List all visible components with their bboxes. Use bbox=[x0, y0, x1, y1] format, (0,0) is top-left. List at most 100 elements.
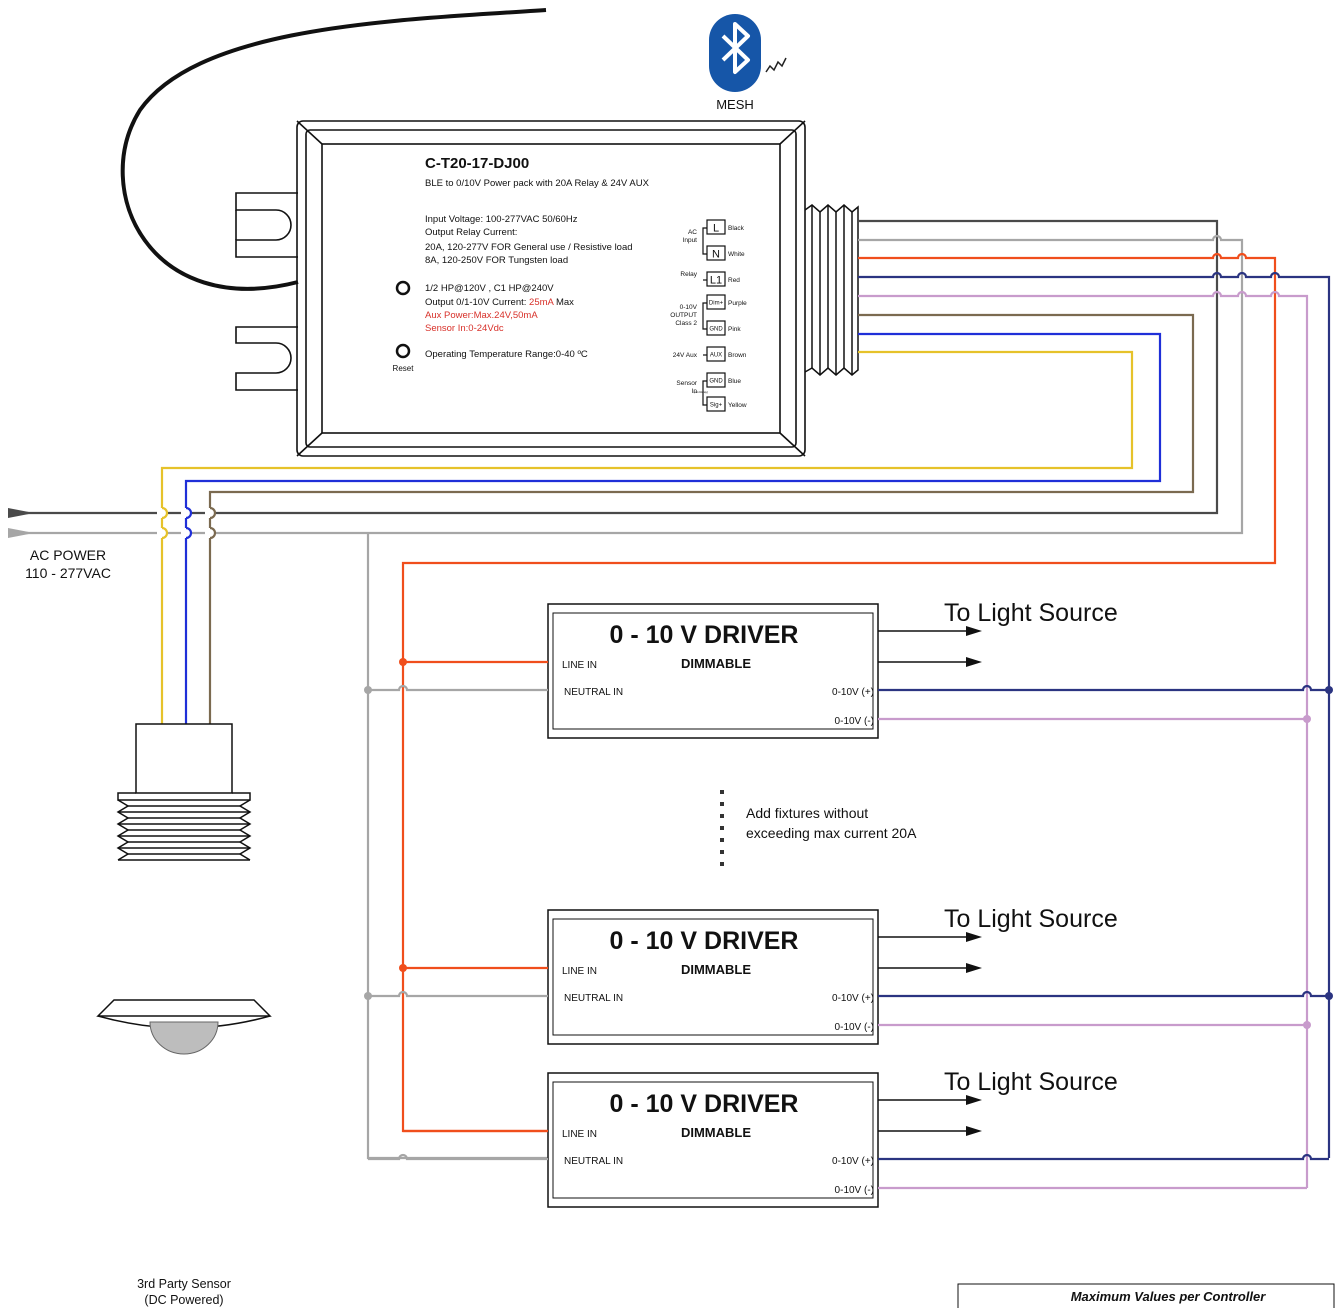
sensor-body bbox=[96, 723, 272, 1029]
max-values-box bbox=[957, 1283, 1335, 1308]
spec-general-use: 20A, 120-277V FOR General use / Resistiv… bbox=[425, 242, 633, 253]
driver-minus: 0-10V (-) bbox=[835, 1022, 874, 1033]
terminal-color: Blue bbox=[728, 378, 741, 385]
bluetooth-icon bbox=[709, 14, 787, 92]
mounting-tab-top bbox=[235, 192, 298, 258]
spec-hp: 1/2 HP@120V , C1 HP@240V bbox=[425, 283, 554, 294]
terminal-id: N bbox=[712, 249, 720, 261]
wire-brown bbox=[208, 313, 1195, 724]
wire-white bbox=[8, 234, 1244, 535]
driver-minus: 0-10V (-) bbox=[835, 716, 874, 727]
driver-line-in: LINE IN bbox=[562, 1129, 597, 1140]
sensor-dome bbox=[149, 1021, 219, 1055]
spec-sensor-in: Sensor In:0-24Vdc bbox=[425, 323, 504, 334]
terminal-1: L Black bbox=[706, 219, 745, 235]
terminal-group-output-2: OUTPUT bbox=[670, 312, 697, 319]
controller-subtitle: BLE to 0/10V Power pack with 20A Relay &… bbox=[425, 178, 650, 189]
driver-neutral-in: NEUTRAL IN bbox=[564, 1156, 623, 1167]
spec-output-current: Output 0/1-10V Current: 25mA Max bbox=[425, 297, 574, 308]
status-led bbox=[395, 280, 411, 296]
terminal-group-relay: Relay bbox=[680, 271, 697, 278]
wire-neutral-bus bbox=[366, 533, 548, 1160]
spec-input-voltage: Input Voltage: 100-277VAC 50/60Hz bbox=[425, 214, 578, 225]
sensor-label-line1: 3rd Party Sensor bbox=[137, 1277, 231, 1291]
terminal-id: Dim+ bbox=[709, 301, 724, 307]
ac-power-label: AC POWER bbox=[30, 547, 106, 563]
terminal-color: Black bbox=[728, 225, 745, 232]
terminal-id: GND bbox=[709, 379, 723, 385]
terminal-group-aux: 24V Aux bbox=[673, 352, 698, 359]
antenna-cable bbox=[120, 8, 547, 291]
terminal-6: AUX Brown bbox=[706, 346, 747, 362]
driver-line-in: LINE IN bbox=[562, 660, 597, 671]
terminal-group-sensor-3: (ext.Relay) bbox=[693, 390, 708, 394]
fixture-note-line1: Add fixtures without bbox=[746, 805, 868, 821]
driver-title: 0 - 10 V DRIVER bbox=[610, 927, 799, 955]
driver-subtitle: DIMMABLE bbox=[681, 1125, 751, 1140]
terminal-color: Yellow bbox=[728, 402, 747, 409]
wire-blue bbox=[184, 332, 1162, 724]
spec-operating-temp: Operating Temperature Range:0-40 ºC bbox=[425, 349, 588, 360]
wire-navy bbox=[858, 271, 1331, 1158]
wire-black bbox=[8, 219, 1219, 515]
spec-aux-power: Aux Power:Max.24V,50mA bbox=[425, 310, 538, 321]
terminal-id: L1 bbox=[710, 275, 722, 287]
driver-neutral-in: NEUTRAL IN bbox=[564, 687, 623, 698]
fixture-note-line2: exceeding max current 20A bbox=[746, 825, 917, 841]
driver-minus: 0-10V (-) bbox=[835, 1185, 874, 1196]
mesh-label: MESH bbox=[716, 97, 754, 112]
terminal-group-ac-1: AC bbox=[688, 229, 697, 236]
cable-gland bbox=[804, 204, 859, 376]
reset-button[interactable] bbox=[395, 343, 411, 359]
light-source-label: To Light Source bbox=[944, 599, 1118, 627]
drivers: 0 - 10 V DRIVER DIMMABLE LINE IN NEUTRAL IN… bbox=[364, 599, 1333, 1208]
driver-3: 0 - 10 V DRIVER DIMMABLE LINE IN NEUTRAL IN… bbox=[368, 1068, 1329, 1208]
driver-title: 0 - 10 V DRIVER bbox=[610, 1090, 799, 1118]
terminal-group-output-3: Class 2 bbox=[675, 320, 697, 327]
driver-title: 0 - 10 V DRIVER bbox=[610, 621, 799, 649]
terminal-3: L1 Red bbox=[706, 271, 740, 287]
terminal-id: Sig+ bbox=[710, 403, 723, 409]
wire-purple bbox=[858, 290, 1309, 1188]
driver-2: 0 - 10 V DRIVER DIMMABLE LINE IN NEUTRAL IN… bbox=[364, 905, 1333, 1045]
wire-red bbox=[401, 252, 1277, 1133]
terminal-id: AUX bbox=[710, 353, 722, 359]
controller-model: C-T20-17-DJ00 bbox=[425, 155, 529, 172]
light-source-label: To Light Source bbox=[944, 905, 1118, 933]
terminal-color: Purple bbox=[728, 300, 747, 307]
terminal-color: Red bbox=[728, 277, 740, 284]
mounting-tab-bottom bbox=[235, 326, 298, 391]
terminal-7: GND Blue bbox=[706, 372, 741, 388]
sensor-label-line2: (DC Powered) bbox=[144, 1293, 223, 1307]
reset-label: Reset bbox=[393, 364, 415, 373]
terminal-block: AC Input Relay 0-10V OUTPUT Class 2 24V … bbox=[670, 227, 708, 406]
terminal-4: Dim+ Purple bbox=[706, 294, 747, 310]
driver-line-in: LINE IN bbox=[562, 966, 597, 977]
light-source-label: To Light Source bbox=[944, 1068, 1118, 1096]
continuation-dots bbox=[720, 790, 724, 866]
spec-tungsten: 8A, 120-250V FOR Tungsten load bbox=[425, 255, 568, 266]
max-values-title: Maximum Values per Controller bbox=[1071, 1289, 1267, 1304]
spec-relay-current: Output Relay Current: bbox=[425, 227, 517, 238]
driver-subtitle: DIMMABLE bbox=[681, 656, 751, 671]
driver-plus: 0-10V (+) bbox=[832, 993, 874, 1004]
terminal-color: White bbox=[728, 251, 745, 258]
wire-yellow bbox=[160, 350, 1134, 724]
terminal-group-sensor-2: In bbox=[692, 388, 698, 395]
driver-plus: 0-10V (+) bbox=[832, 1156, 874, 1167]
controller-housing bbox=[296, 120, 806, 457]
ac-power-arrows bbox=[8, 508, 34, 538]
driver-neutral-in: NEUTRAL IN bbox=[564, 993, 623, 1004]
terminal-2: N White bbox=[706, 245, 745, 261]
driver-1: 0 - 10 V DRIVER DIMMABLE LINE IN NEUTRAL IN… bbox=[364, 599, 1333, 739]
terminal-color: Brown bbox=[728, 352, 747, 359]
terminal-8: Sig+ Yellow bbox=[706, 396, 747, 412]
driver-plus: 0-10V (+) bbox=[832, 687, 874, 698]
terminal-color: Pink bbox=[728, 326, 741, 333]
terminal-id: L bbox=[713, 223, 719, 235]
driver-subtitle: DIMMABLE bbox=[681, 962, 751, 977]
terminal-group-ac-2: Input bbox=[683, 237, 698, 244]
